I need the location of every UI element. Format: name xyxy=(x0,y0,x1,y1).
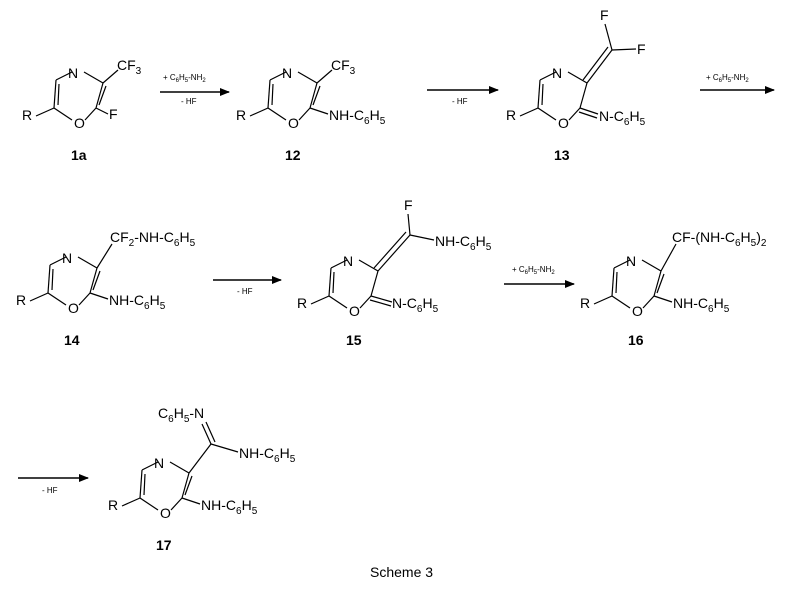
ring-nitrogen: N xyxy=(626,253,636,269)
byproduct-hf: - HF xyxy=(42,486,58,495)
compound-17: N O R C6H5-N NH-C6H5 NH-C6H5 17 xyxy=(108,405,296,553)
fluoro-label: F xyxy=(109,106,118,122)
reagent-aniline: + C6H5-NH2 xyxy=(163,73,206,84)
arrow-4: - HF xyxy=(213,276,282,296)
cf3-label: CF3 xyxy=(331,57,356,77)
compound-13: N O R F F N-C6H5 13 xyxy=(506,7,646,163)
r-group: R xyxy=(236,107,246,123)
arrow-6: - HF xyxy=(18,474,89,495)
arrow-5: + C6H5-NH2 xyxy=(504,265,575,288)
compound-number-16: 16 xyxy=(628,332,644,348)
compound-15: N O R F NH-C6H5 N-C6H5 15 xyxy=(297,197,492,348)
fluorobis-anilinomethyl-label: CF-(NH-C6H5)2 xyxy=(672,229,767,249)
ring-nitrogen: N xyxy=(282,65,292,81)
anilino-label: NH-C6H5 xyxy=(329,107,386,127)
compound-number-13: 13 xyxy=(554,147,570,163)
ring-oxygen: O xyxy=(160,505,171,521)
compound-number-1a: 1a xyxy=(71,147,87,163)
ring-oxygen: O xyxy=(74,115,85,131)
ring-oxygen: O xyxy=(68,300,79,316)
anilino-label: NH-C6H5 xyxy=(435,233,492,253)
cf3-label: CF3 xyxy=(117,57,142,77)
ring-oxygen: O xyxy=(558,115,569,131)
anilino-label: NH-C6H5 xyxy=(239,445,296,465)
phenylimino-label: N-C6H5 xyxy=(599,108,646,128)
compound-number-12: 12 xyxy=(285,147,301,163)
arrow-1: + C6H5-NH2 - HF xyxy=(160,73,230,106)
compound-number-15: 15 xyxy=(346,332,362,348)
r-group: R xyxy=(22,107,32,123)
anilino-label: NH-C6H5 xyxy=(201,497,258,517)
r-group: R xyxy=(580,295,590,311)
phenylimino-label: N-C6H5 xyxy=(392,295,439,315)
fluoro-label: F xyxy=(404,197,413,213)
compound-number-17: 17 xyxy=(156,537,172,553)
ring-nitrogen: N xyxy=(343,253,353,269)
byproduct-hf: - HF xyxy=(181,97,197,106)
reagent-aniline: + C6H5-NH2 xyxy=(706,73,749,84)
r-group: R xyxy=(506,107,516,123)
r-group: R xyxy=(108,497,118,513)
reagent-aniline: + C6H5-NH2 xyxy=(512,265,555,276)
ring-oxygen: O xyxy=(288,115,299,131)
anilino-label: NH-C6H5 xyxy=(109,292,166,312)
difluoroanilinomethyl-label: CF2-NH-C6H5 xyxy=(110,229,196,249)
compound-16: N O R CF-(NH-C6H5)2 NH-C6H5 16 xyxy=(580,229,767,348)
byproduct-hf: - HF xyxy=(237,287,253,296)
anilino-label: NH-C6H5 xyxy=(673,295,730,315)
fluoro-label: F xyxy=(600,7,609,23)
fluoro-label: F xyxy=(637,41,646,57)
byproduct-hf: - HF xyxy=(452,97,468,106)
arrow-3: + C6H5-NH2 xyxy=(700,73,775,94)
ring-oxygen: O xyxy=(349,303,360,319)
scheme-caption: Scheme 3 xyxy=(370,564,433,580)
phenylimino-label: C6H5-N xyxy=(158,405,204,425)
ring-nitrogen: N xyxy=(552,65,562,81)
ring-oxygen: O xyxy=(632,303,643,319)
arrow-2: - HF xyxy=(427,86,499,106)
compound-1a: N O R F CF3 1a xyxy=(22,57,142,163)
compound-number-14: 14 xyxy=(64,332,80,348)
compound-14: N O R CF2-NH-C6H5 NH-C6H5 14 xyxy=(16,229,196,348)
ring-nitrogen: N xyxy=(62,250,72,266)
ring-nitrogen: N xyxy=(154,455,164,471)
ring-nitrogen: N xyxy=(68,65,78,81)
compound-12: N O R CF3 NH-C6H5 12 xyxy=(236,57,386,163)
r-group: R xyxy=(16,292,26,308)
r-group: R xyxy=(297,295,307,311)
